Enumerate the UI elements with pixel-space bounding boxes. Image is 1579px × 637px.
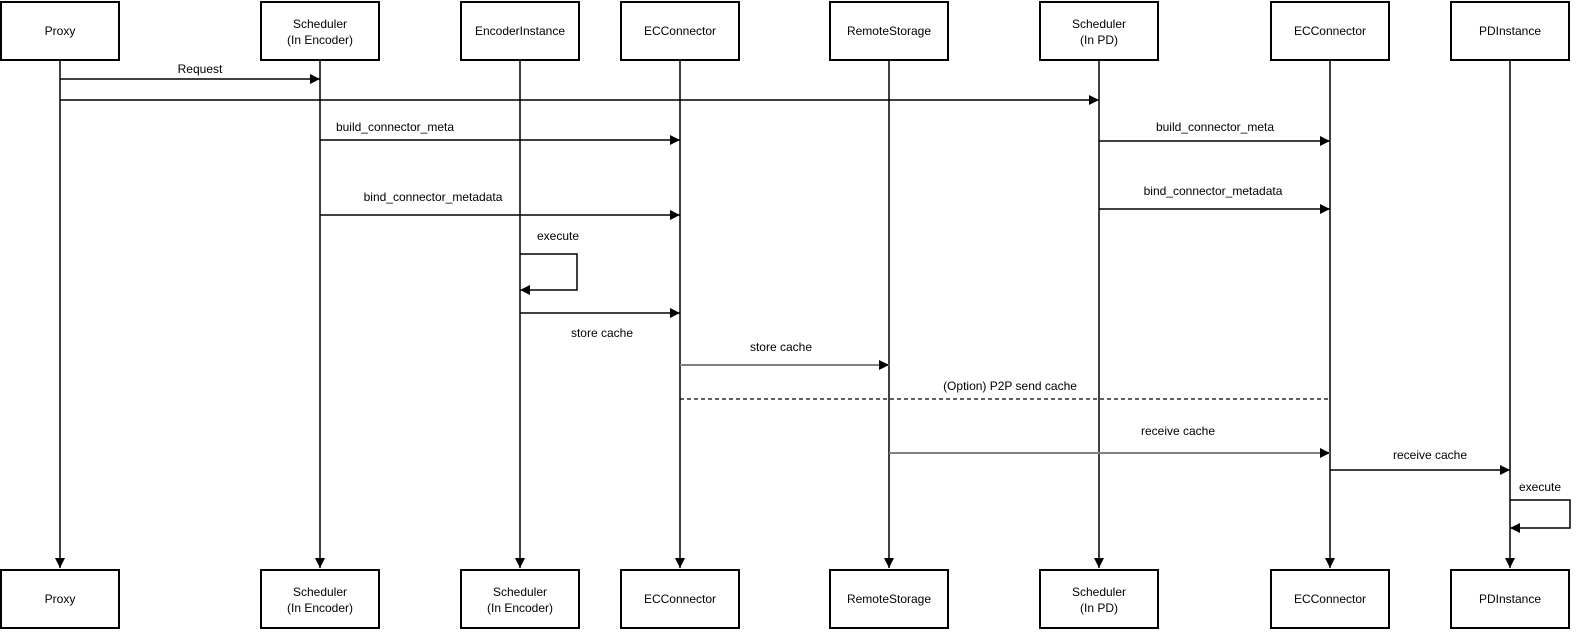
message-receive-cache-pd: receive cache	[1330, 448, 1510, 475]
participant-bottom-box-pd-instance	[1450, 569, 1570, 629]
participant-bottom-label-scheduler-encoder: Scheduler	[293, 585, 347, 599]
message-bind-connector-metadata-pd-label: bind_connector_metadata	[1144, 184, 1283, 198]
participant-top-label2-scheduler-pd: (In PD)	[1080, 33, 1118, 47]
participant-top-box-scheduler-pd	[1039, 1, 1159, 61]
participant-bottom-label-ec-connector-pd: ECConnector	[1294, 592, 1366, 606]
message-build-connector-meta-encoder-label: build_connector_meta	[336, 120, 454, 134]
message-build-connector-meta-pd: build_connector_meta	[1099, 120, 1330, 146]
participant-top-box-ec-connector-encoder	[620, 1, 740, 61]
participant-bottom-label-encoder-instance: Scheduler	[493, 585, 547, 599]
participant-top-box-encoder-instance	[460, 1, 580, 61]
participant-top-label-encoder-instance: EncoderInstance	[475, 24, 565, 38]
participant-bottom-label-ec-connector-encoder: ECConnector	[644, 592, 716, 606]
message-execute-pd-self-loop	[1510, 499, 1571, 533]
message-store-cache-remote-label: store cache	[750, 340, 812, 354]
message-execute-pd-label: execute	[1519, 480, 1561, 494]
message-bind-connector-metadata-encoder-label: bind_connector_metadata	[364, 190, 503, 204]
participant-bottom-box-ec-connector-pd	[1270, 569, 1390, 629]
message-execute-pd: execute	[1510, 480, 1571, 533]
participant-ec-connector-pd: ECConnector ECConnector	[1270, 1, 1390, 629]
message-store-cache-remote: store cache	[680, 340, 889, 370]
participant-bottom-box-scheduler-encoder	[260, 569, 380, 629]
message-request-label: Request	[178, 62, 223, 76]
participant-bottom-box-scheduler-pd	[1039, 569, 1159, 629]
participant-top-label-pd-instance: PDInstance	[1479, 24, 1541, 38]
message-store-cache-encoder: store cache	[520, 308, 680, 340]
message-receive-cache-remote-label: receive cache	[1141, 424, 1215, 438]
message-build-connector-meta-pd-label: build_connector_meta	[1156, 120, 1274, 134]
participant-bottom-label2-scheduler-encoder: (In Encoder)	[287, 601, 353, 615]
message-store-cache-encoder-label: store cache	[571, 326, 633, 340]
participant-bottom-label-pd-instance: PDInstance	[1479, 592, 1541, 606]
participant-encoder-instance: EncoderInstance Scheduler (In Encoder)	[460, 1, 580, 629]
participant-ec-connector-encoder: ECConnector ECConnector	[620, 1, 740, 629]
participant-bottom-label-remote-storage: RemoteStorage	[847, 592, 931, 606]
participant-proxy: Proxy Proxy	[0, 1, 120, 629]
participant-top-label2-scheduler-encoder: (In Encoder)	[287, 33, 353, 47]
participant-top-box-pd-instance	[1450, 1, 1570, 61]
message-execute-encoder-self-loop	[520, 253, 578, 295]
message-execute-encoder: execute	[520, 229, 579, 295]
participant-top-box-remote-storage	[829, 1, 949, 61]
participant-top-label-scheduler-pd: Scheduler	[1072, 17, 1126, 31]
participant-bottom-label-scheduler-pd: Scheduler	[1072, 585, 1126, 599]
participant-bottom-label-proxy: Proxy	[45, 592, 76, 606]
participant-bottom-box-remote-storage	[829, 569, 949, 629]
participant-remote-storage: RemoteStorage RemoteStorage	[829, 1, 949, 629]
message-receive-cache-pd-label: receive cache	[1393, 448, 1467, 462]
participant-bottom-box-ec-connector-encoder	[620, 569, 740, 629]
participant-bottom-box-proxy	[0, 569, 120, 629]
message-receive-cache-remote: receive cache	[889, 424, 1330, 458]
participant-scheduler-encoder: Scheduler (In Encoder) Scheduler (In Enc…	[260, 1, 380, 629]
message-p2p-send-cache: (Option) P2P send cache	[680, 379, 1330, 400]
participant-bottom-label2-scheduler-pd: (In PD)	[1080, 601, 1118, 615]
message-build-connector-meta-encoder: build_connector_meta	[320, 120, 680, 145]
participant-top-box-ec-connector-pd	[1270, 1, 1390, 61]
participant-top-label-ec-connector-encoder: ECConnector	[644, 24, 716, 38]
participant-bottom-box-encoder-instance	[460, 569, 580, 629]
participant-pd-instance: PDInstance PDInstance	[1450, 1, 1570, 629]
participant-top-label-proxy: Proxy	[45, 24, 76, 38]
participant-top-box-scheduler-encoder	[260, 1, 380, 61]
participant-top-label-scheduler-encoder: Scheduler	[293, 17, 347, 31]
participant-top-label-remote-storage: RemoteStorage	[847, 24, 931, 38]
message-request: Request	[60, 62, 320, 84]
message-bind-connector-metadata-pd: bind_connector_metadata	[1099, 184, 1330, 214]
participant-bottom-label2-encoder-instance: (In Encoder)	[487, 601, 553, 615]
message-p2p-send-cache-label: (Option) P2P send cache	[943, 379, 1077, 393]
message-execute-encoder-label: execute	[537, 229, 579, 243]
participant-top-label-ec-connector-pd: ECConnector	[1294, 24, 1366, 38]
participant-top-box-proxy	[0, 1, 120, 61]
participant-scheduler-pd: Scheduler (In PD) Scheduler (In PD)	[1039, 1, 1159, 629]
message-bind-connector-metadata-encoder: bind_connector_metadata	[320, 190, 680, 220]
